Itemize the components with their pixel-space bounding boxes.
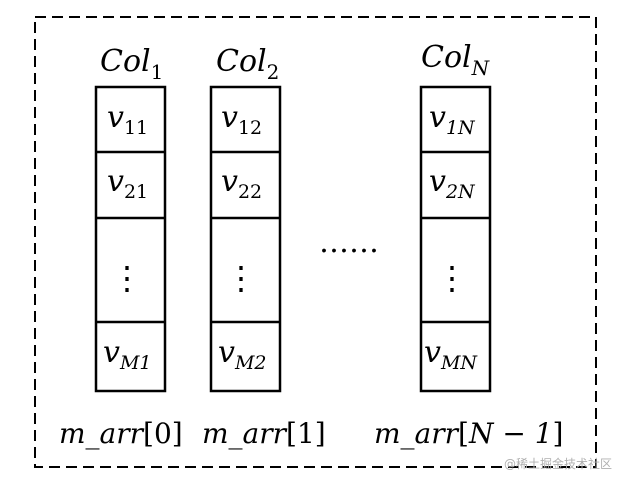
column-header: Col1 (100, 44, 163, 84)
array-label: m_arr[0] (59, 417, 183, 450)
cell-value: vM1 (103, 335, 152, 374)
array-label: m_arr[1] (202, 417, 326, 450)
dashed-frame (34, 16, 597, 468)
column-header: Col2 (216, 44, 279, 84)
cell-value: v12 (221, 100, 262, 139)
vertical-ellipsis: ⋮ (225, 259, 257, 297)
cell-value: vM2 (218, 335, 267, 374)
cell-value: vMN (424, 335, 478, 374)
cell-value: v21 (107, 164, 148, 203)
cell-value: v22 (221, 164, 262, 203)
column-header: ColN (421, 40, 491, 80)
watermark-text: @稀土掘金技术社区 (504, 456, 612, 471)
cell-value: v2N (429, 164, 476, 203)
column-n: ColN v1N v2N ⋮ vMN m_arr[N − 1] (374, 40, 563, 450)
vertical-ellipsis: ⋮ (111, 259, 143, 297)
column-box (209, 85, 282, 393)
horizontal-ellipsis: …… (319, 225, 379, 260)
column-2: Col2 v12 v22 ⋮ vM2 m_arr[1] (202, 44, 326, 450)
cell-value: v1N (429, 100, 476, 139)
column-box (94, 85, 167, 393)
array-label: m_arr[N − 1] (374, 417, 563, 450)
cell-value: v11 (107, 100, 148, 139)
vertical-ellipsis: ⋮ (436, 259, 468, 297)
column-box (419, 85, 492, 393)
column-1: Col1 v11 v21 ⋮ vM1 m_arr[0] (59, 44, 183, 450)
